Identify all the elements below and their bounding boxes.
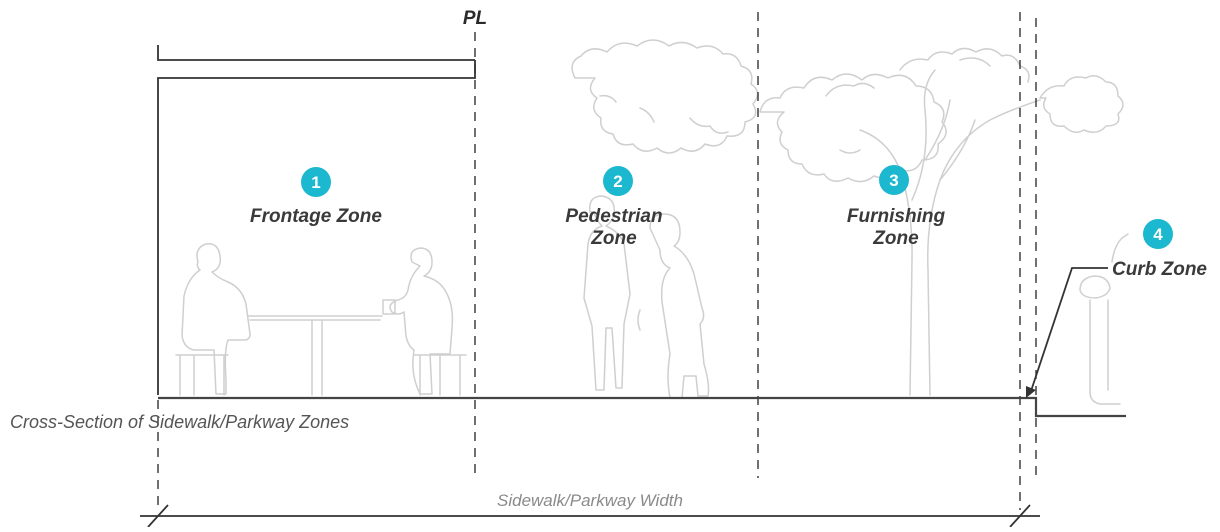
zone-boundary-lines (157, 12, 1037, 510)
curb-zone-label: Curb Zone (1112, 259, 1207, 280)
pedestrian-zone-label: Pedestrian (565, 206, 662, 227)
badge-circle (301, 167, 331, 197)
width-dimension-line (140, 504, 1040, 528)
zone-badge-4: 4 (1143, 219, 1173, 249)
dimension-tick-right (1009, 504, 1031, 528)
cafe-seating-figures-sketch (175, 243, 467, 396)
zone-badge-2: 2 (603, 166, 633, 196)
diagram-caption: Cross-Section of Sidewalk/Parkway Zones (10, 412, 349, 432)
furnishing-zone-label-line2: Zone (872, 228, 919, 249)
zone-badge-1: 1 (301, 167, 331, 197)
pedestrian-zone-label-line2: Zone (590, 228, 637, 249)
furnishing-zone-label: Furnishing (847, 206, 946, 227)
frontage-zone-label: Frontage Zone (250, 206, 382, 227)
pedestrian-couple-sketch (583, 195, 710, 399)
sidewalk-ground-line (158, 396, 1126, 418)
badge-circle (603, 166, 633, 196)
dimension-tick-left (147, 504, 169, 528)
badge-circle (1143, 219, 1173, 249)
sidewalk-width-label: Sidewalk/Parkway Width (497, 491, 683, 510)
badge-number: 3 (889, 171, 898, 190)
property-line-label: PL (463, 8, 487, 29)
badge-circle (879, 165, 909, 195)
parked-vehicle-sketch (1079, 233, 1129, 405)
zone-badge-3: 3 (879, 165, 909, 195)
curb-zone-leader-arrow (1026, 267, 1108, 398)
street-tree-sketch (571, 39, 1124, 396)
badge-number: 1 (311, 173, 320, 192)
badge-number: 4 (1153, 225, 1163, 244)
badge-number: 2 (613, 172, 622, 191)
